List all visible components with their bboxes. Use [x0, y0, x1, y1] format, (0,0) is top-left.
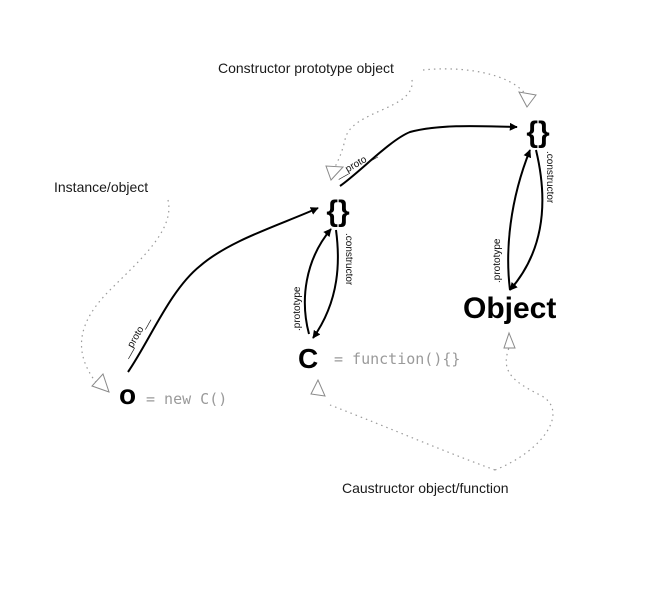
node-instance-code: = new C() [146, 390, 227, 408]
node-constructor-code: = function(){} [334, 350, 460, 368]
edge-o-proto [127, 207, 319, 373]
label-constructor-prototype-object: Constructor prototype object [218, 60, 394, 76]
edge-object-constructor [509, 149, 544, 291]
pointer-constructor-prototype-right [422, 68, 528, 97]
node-instance: o [119, 379, 136, 410]
label-constructor-object-function: Caustructor object/function [342, 480, 509, 496]
edge-object-prototype [507, 149, 532, 291]
edge-c-proto-proto [339, 122, 518, 187]
edge-label-c-prototype: .prototype [292, 286, 303, 331]
pointer-constructor-function-left [329, 404, 496, 471]
pointer-constructor-function [494, 344, 554, 471]
pointer-arrowhead [503, 331, 516, 349]
node-object: Object [463, 292, 556, 325]
pointer-arrowhead [325, 165, 345, 181]
edge-label-o-proto: __proto__ [120, 315, 153, 361]
node-object-prototype: {} [526, 116, 550, 149]
edge-label-object-prototype: .prototype [492, 238, 503, 283]
pointer-arrowhead [310, 378, 326, 397]
pointer-instance-object [81, 199, 170, 386]
edge-c-prototype [303, 228, 332, 335]
pointer-arrowhead [91, 373, 110, 393]
edge-c-constructor [312, 229, 339, 339]
pointer-arrowhead [518, 91, 537, 108]
node-constructor-prototype: {} [326, 195, 350, 228]
edge-label-c-constructor: .constructor [343, 233, 354, 286]
node-constructor: C [298, 343, 318, 374]
edge-label-c-proto-proto: __proto__ [333, 148, 379, 181]
label-instance-object: Instance/object [54, 179, 148, 195]
edge-label-object-constructor: .constructor [544, 151, 555, 204]
